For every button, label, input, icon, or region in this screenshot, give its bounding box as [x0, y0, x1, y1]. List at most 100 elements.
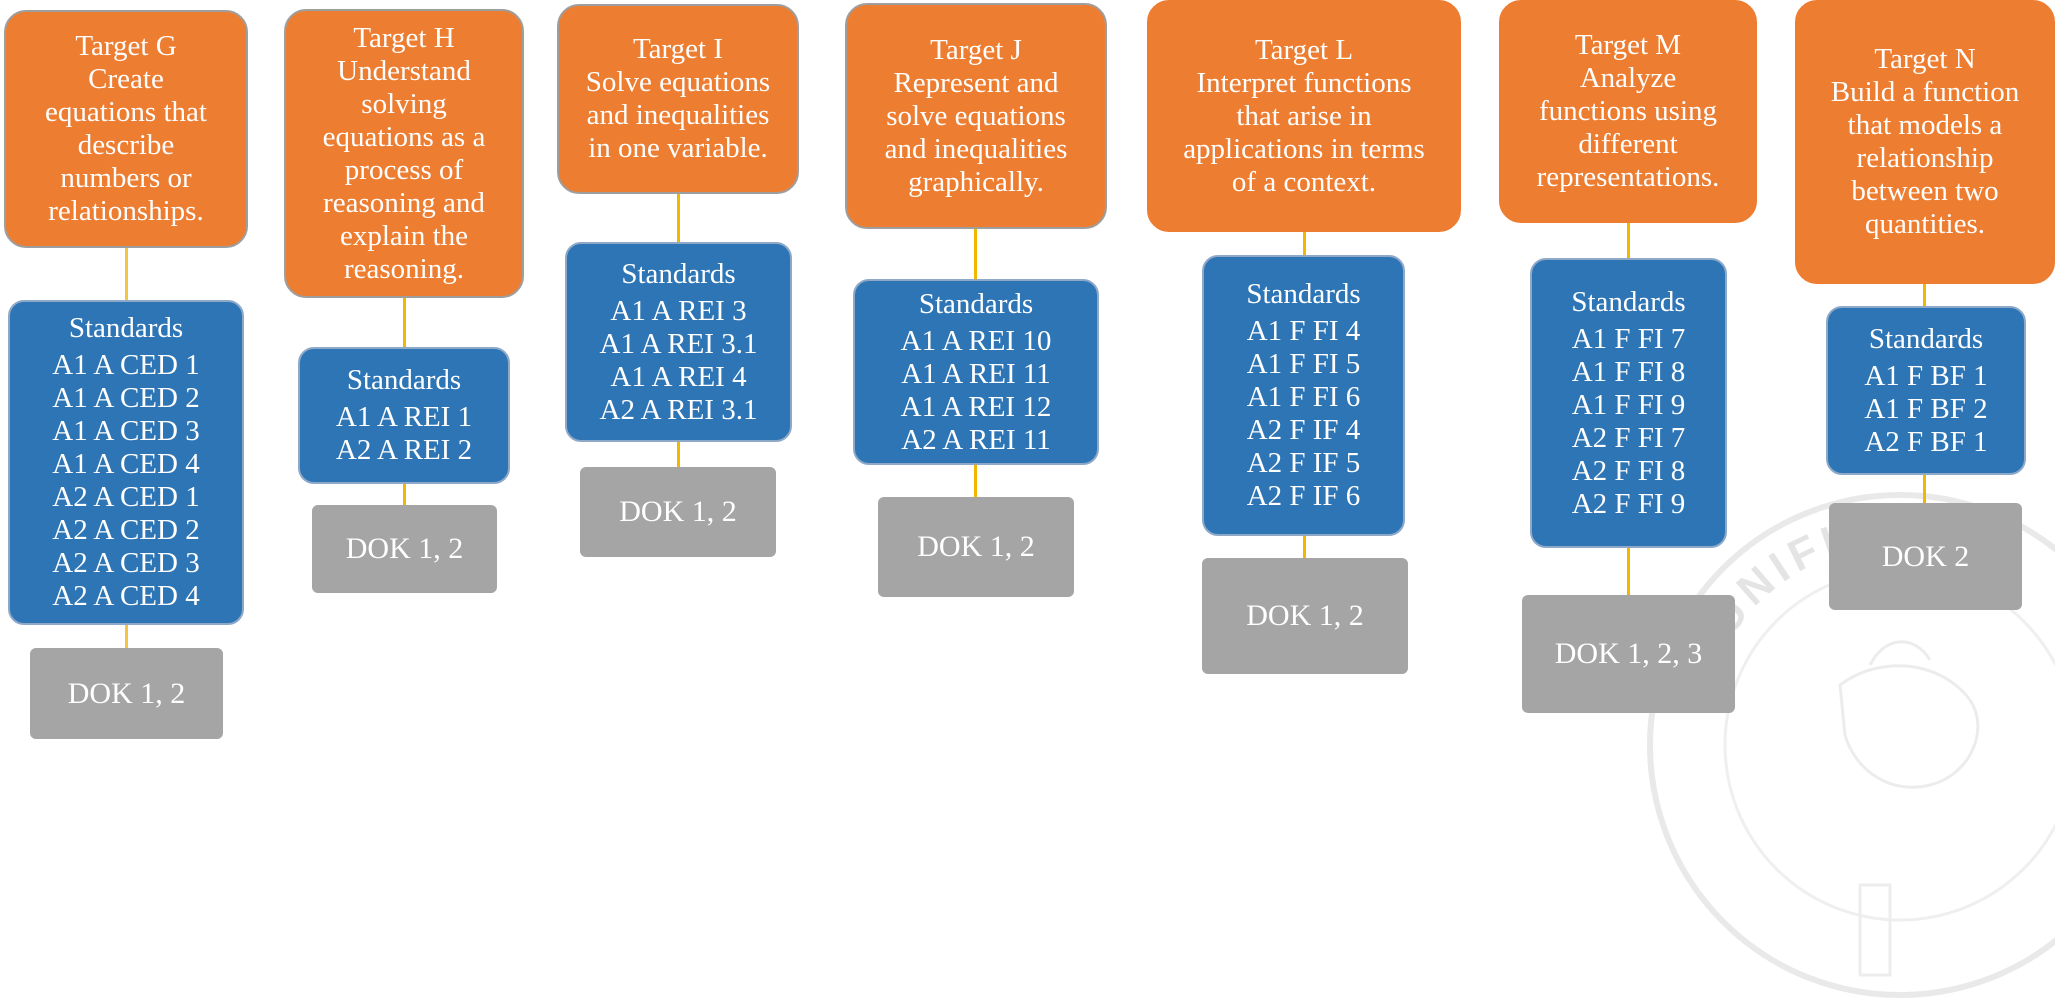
- connector-j-2: [974, 464, 977, 498]
- standards-n-header: Standards: [1868, 322, 1984, 355]
- target-j-line-3: solve equations: [886, 99, 1066, 132]
- standard-code: A1 F FI 7: [1571, 322, 1686, 355]
- target-h-line-5: process of: [344, 153, 464, 186]
- standard-code: A2 F BF 1: [1864, 425, 1988, 458]
- standard-code: A2 F IF 5: [1246, 447, 1361, 479]
- target-l-line-1: Target L: [1254, 33, 1354, 66]
- dok-i-label: DOK 1, 2: [619, 495, 737, 528]
- connector-m-2: [1627, 547, 1630, 597]
- target-h-line-1: Target H: [353, 21, 455, 54]
- target-n-line-6: quantities.: [1864, 208, 1985, 240]
- standards-g-header: Standards: [68, 312, 184, 344]
- standard-code: A1 A REI 3.1: [599, 327, 758, 360]
- target-h-line-6: reasoning and: [323, 186, 485, 219]
- target-h-line-4: equations as a: [322, 120, 486, 153]
- dok-j-box: DOK 1, 2: [878, 497, 1074, 597]
- dok-j-label: DOK 1, 2: [917, 530, 1035, 563]
- standard-code: A1 F BF 1: [1864, 359, 1988, 392]
- target-m-line-2: Analyze: [1579, 62, 1677, 94]
- standard-code: A1 A CED 3: [52, 415, 200, 447]
- standards-l-header: Standards: [1246, 278, 1361, 310]
- target-i-line-1: Target I: [632, 33, 724, 65]
- standard-code: A1 A REI 12: [900, 390, 1052, 423]
- target-n-line-1: Target N: [1874, 43, 1976, 75]
- target-m-line-1: Target M: [1574, 29, 1682, 61]
- connector-l-2: [1303, 535, 1306, 559]
- dok-i-box: DOK 1, 2: [580, 467, 776, 557]
- dok-g-label: DOK 1, 2: [67, 676, 186, 710]
- standard-code: A1 F FI 6: [1246, 381, 1361, 413]
- standard-code: A1 A CED 1: [52, 349, 200, 381]
- target-j-line-2: Represent and: [893, 66, 1059, 99]
- dok-m-label: DOK 1, 2, 3: [1554, 637, 1703, 670]
- standard-code: A1 F BF 2: [1864, 392, 1988, 425]
- connector-i-2: [677, 441, 680, 469]
- target-n-line-5: between two: [1851, 175, 1999, 207]
- standard-code: A2 A REI 3.1: [599, 393, 758, 426]
- target-g-line-3: equations that: [45, 96, 207, 128]
- standard-code: A2 A CED 4: [52, 580, 200, 612]
- connector-i-1: [677, 193, 680, 243]
- connector-j-1: [974, 228, 977, 280]
- target-g-line-6: relationships.: [48, 195, 204, 227]
- target-j-line-4: and inequalities: [884, 132, 1068, 165]
- connector-h-2: [403, 483, 406, 507]
- dok-h-box: DOK 1, 2: [312, 505, 497, 593]
- standards-h-header: Standards: [346, 364, 462, 396]
- standard-code: A1 A REI 11: [901, 357, 1051, 390]
- standard-code: A2 A REI 2: [335, 434, 473, 466]
- standard-code: A2 A CED 1: [52, 481, 200, 513]
- target-g-line-1: Target G: [75, 30, 177, 62]
- target-l-line-5: of a context.: [1231, 165, 1377, 198]
- target-m-line-5: representations.: [1536, 161, 1720, 193]
- target-g-line-4: describe: [77, 129, 175, 161]
- standard-code: A2 F IF 4: [1246, 414, 1361, 446]
- target-j-line-5: graphically.: [908, 165, 1044, 198]
- standard-code: A1 F FI 4: [1246, 315, 1361, 347]
- connector-l-1: [1303, 231, 1306, 257]
- dok-n-box: DOK 2: [1829, 503, 2022, 610]
- standards-m-header: Standards: [1571, 285, 1686, 318]
- standard-code: A2 A REI 11: [901, 423, 1051, 456]
- standard-code: A1 F FI 8: [1571, 355, 1686, 388]
- standard-code: A1 A REI 3: [610, 294, 747, 327]
- connector-m-1: [1627, 222, 1630, 260]
- target-l-line-3: that arise in: [1236, 99, 1372, 132]
- connector-n-2: [1923, 474, 1926, 504]
- target-n-line-4: relationship: [1856, 142, 1994, 174]
- connector-n-1: [1923, 283, 1926, 308]
- standard-code: A2 A CED 2: [52, 514, 200, 546]
- standards-i-header: Standards: [621, 257, 736, 290]
- dok-l-box: DOK 1, 2: [1202, 558, 1408, 674]
- standard-code: A2 F FI 9: [1571, 487, 1686, 520]
- target-l-line-2: Interpret functions: [1196, 66, 1412, 99]
- target-n-line-2: Build a function: [1830, 76, 2020, 108]
- standard-code: A2 F FI 7: [1571, 421, 1686, 454]
- dok-l-label: DOK 1, 2: [1246, 599, 1364, 632]
- standard-code: A1 A CED 4: [52, 448, 200, 480]
- target-m-line-4: different: [1578, 128, 1678, 160]
- connector-h-1: [403, 297, 406, 347]
- standards-j-header: Standards: [918, 287, 1034, 320]
- standard-code: A1 F FI 5: [1246, 348, 1361, 380]
- connector-g-2: [125, 624, 128, 650]
- target-i-line-3: and inequalities: [586, 99, 770, 131]
- standard-code: A2 A CED 3: [52, 547, 200, 579]
- target-n-line-3: that models a: [1847, 109, 2003, 141]
- dok-g-box: DOK 1, 2: [30, 648, 223, 739]
- standard-code: A2 F FI 8: [1571, 454, 1686, 487]
- standard-code: A1 A CED 2: [52, 382, 200, 414]
- connector-g-1: [125, 246, 128, 302]
- target-l-line-4: applications in terms: [1183, 132, 1425, 165]
